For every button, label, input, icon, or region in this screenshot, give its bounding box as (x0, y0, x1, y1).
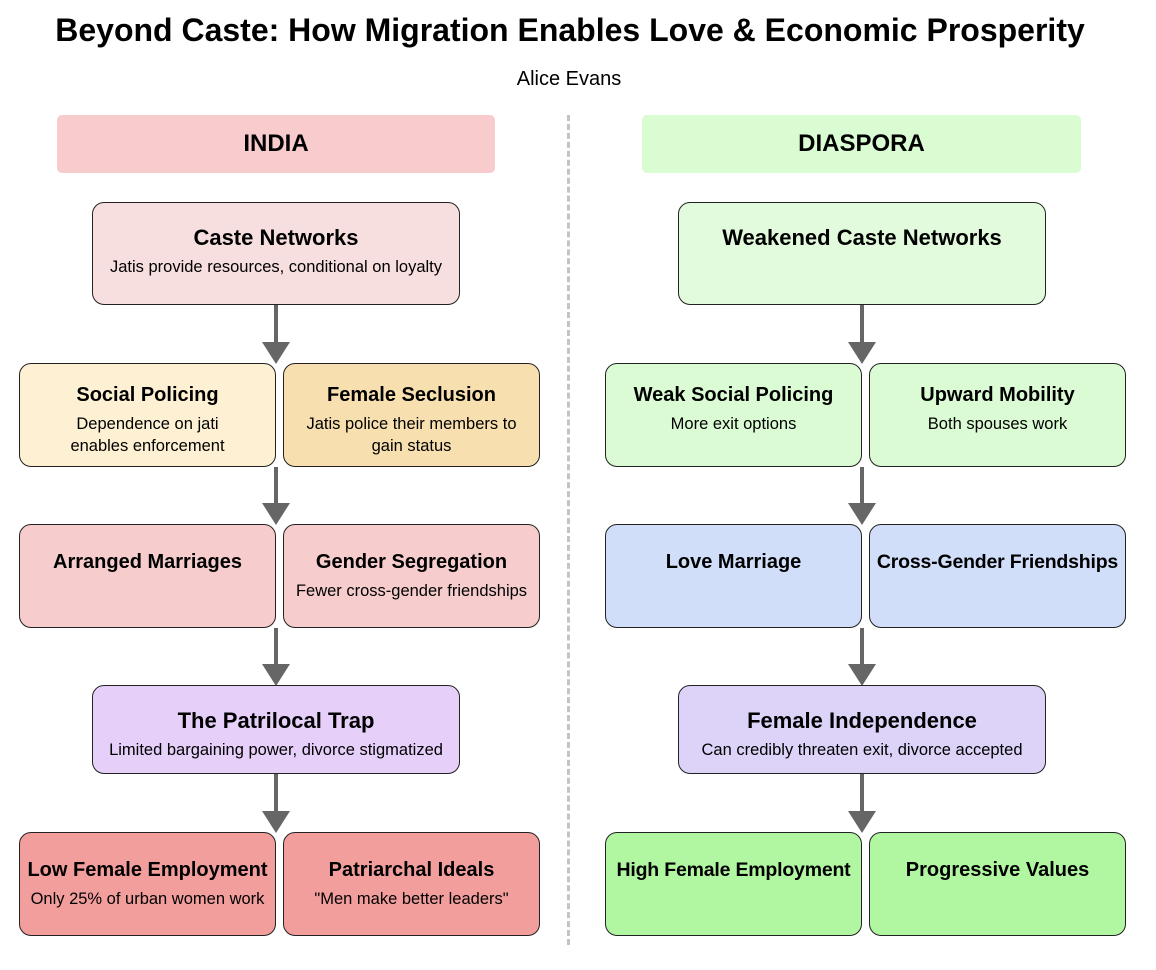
patrilocal-trap-title: The Patrilocal Trap (177, 708, 375, 733)
patriarchal-ideals-box: Patriarchal Ideals "Men make better lead… (283, 832, 540, 936)
female-independence-sub: Can credibly threaten exit, divorce acce… (701, 741, 1023, 759)
female-seclusion-box: Female Seclusion Jatis police their memb… (283, 363, 540, 467)
arrow-india-2 (262, 467, 290, 525)
female-independence-box: Female Independence Can credibly threate… (678, 685, 1046, 774)
gender-segregation-box: Gender Segregation Fewer cross-gender fr… (283, 524, 540, 628)
caste-networks-box: Caste Networks Jatis provide resources, … (92, 202, 460, 305)
social-policing-sub: Dependence on jati enables enforcement (70, 415, 225, 455)
love-marriage-title: Love Marriage (665, 551, 802, 573)
upward-mobility-sub: Both spouses work (927, 415, 1068, 433)
upward-mobility-title: Upward Mobility (920, 384, 1075, 406)
weak-social-policing-title: Weak Social Policing (633, 384, 834, 406)
female-independence-title: Female Independence (747, 708, 977, 733)
weak-social-policing-box: Weak Social Policing More exit options (605, 363, 862, 467)
love-marriage-box: Love Marriage (605, 524, 862, 628)
weakened-caste-networks-title: Weakened Caste Networks (722, 225, 1002, 250)
column-divider (567, 115, 570, 945)
patriarchal-ideals-title: Patriarchal Ideals (328, 859, 495, 881)
weakened-caste-networks-box: Weakened Caste Networks (678, 202, 1046, 305)
upward-mobility-box: Upward Mobility Both spouses work (869, 363, 1126, 467)
caste-networks-sub: Jatis provide resources, conditional on … (109, 258, 442, 276)
high-female-employment-box: High Female Employment (605, 832, 862, 936)
gender-segregation-title: Gender Segregation (315, 551, 508, 573)
page-title: Beyond Caste: How Migration Enables Love… (55, 12, 1085, 48)
arranged-marriages-box: Arranged Marriages (19, 524, 276, 628)
arrow-india-3 (262, 628, 290, 686)
arrow-diaspora-1 (848, 305, 876, 364)
arrow-diaspora-4 (848, 774, 876, 833)
arrow-india-4 (262, 774, 290, 833)
low-female-employment-title: Low Female Employment (27, 859, 268, 881)
india-header: INDIA (57, 115, 495, 173)
cross-gender-friendships-box: Cross-Gender Friendships (869, 524, 1126, 628)
gender-segregation-sub: Fewer cross-gender friendships (295, 582, 528, 600)
weak-social-policing-sub: More exit options (670, 415, 797, 433)
social-policing-box: Social Policing Dependence on jati enabl… (19, 363, 276, 467)
arrow-diaspora-2 (848, 467, 876, 525)
female-seclusion-sub: Jatis police their members to gain statu… (306, 415, 517, 455)
diaspora-header: DIASPORA (642, 115, 1081, 173)
arrow-diaspora-3 (848, 628, 876, 686)
female-seclusion-title: Female Seclusion (327, 384, 496, 406)
caste-networks-title: Caste Networks (193, 225, 359, 250)
progressive-values-box: Progressive Values (869, 832, 1126, 936)
patrilocal-trap-sub: Limited bargaining power, divorce stigma… (109, 741, 443, 759)
progressive-values-title: Progressive Values (905, 859, 1090, 881)
patrilocal-trap-box: The Patrilocal Trap Limited bargaining p… (92, 685, 460, 774)
patriarchal-ideals-sub: "Men make better leaders" (314, 890, 509, 908)
low-female-employment-box: Low Female Employment Only 25% of urban … (19, 832, 276, 936)
author-name: Alice Evans (516, 68, 622, 90)
cross-gender-friendships-title: Cross-Gender Friendships (876, 551, 1119, 573)
arrow-india-1 (262, 305, 290, 364)
low-female-employment-sub: Only 25% of urban women work (30, 890, 265, 908)
social-policing-title: Social Policing (76, 384, 219, 406)
high-female-employment-title: High Female Employment (616, 859, 851, 881)
arranged-marriages-title: Arranged Marriages (53, 551, 242, 573)
